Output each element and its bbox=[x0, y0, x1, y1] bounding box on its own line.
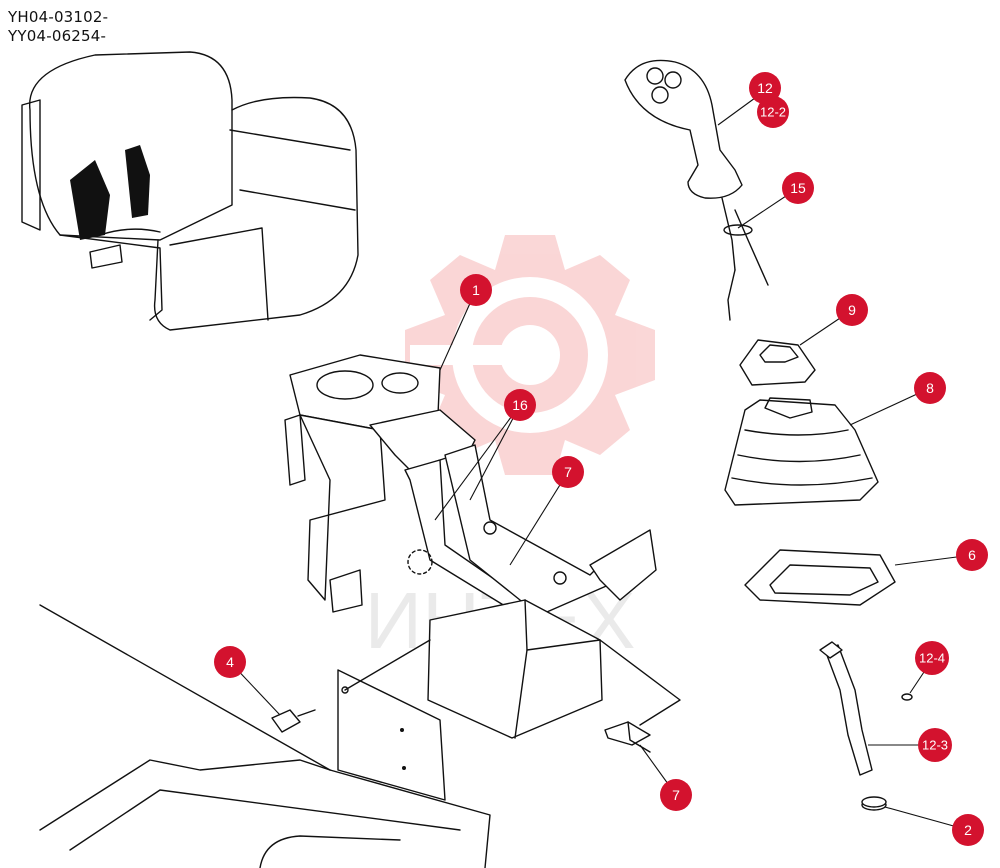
svg-text:4: 4 bbox=[226, 654, 234, 670]
callout-9: 9 bbox=[836, 294, 868, 326]
svg-text:7: 7 bbox=[672, 787, 680, 803]
callout-6: 6 bbox=[956, 539, 988, 571]
svg-text:7: 7 bbox=[564, 464, 572, 480]
part-code-2: YY04-06254- bbox=[8, 27, 107, 45]
callout-1: 1 bbox=[460, 274, 492, 306]
svg-text:1: 1 bbox=[472, 282, 480, 298]
svg-text:9: 9 bbox=[848, 302, 856, 318]
part-code-1: YH04-03102- bbox=[8, 8, 109, 26]
clip-drawing bbox=[599, 639, 681, 753]
callout-2: 2 bbox=[952, 814, 984, 846]
svg-text:12-2: 12-2 bbox=[760, 105, 786, 120]
callout-16: 16 bbox=[504, 389, 536, 421]
svg-text:12-3: 12-3 bbox=[922, 738, 948, 753]
lever-parts-drawing bbox=[819, 641, 913, 811]
console-bracket-drawing bbox=[284, 354, 657, 739]
callout-12-4: 12-4 bbox=[915, 641, 949, 675]
svg-text:12: 12 bbox=[757, 80, 773, 96]
svg-text:15: 15 bbox=[790, 180, 806, 196]
floor-plate-drawing bbox=[39, 604, 491, 868]
svg-text:6: 6 bbox=[968, 547, 976, 563]
svg-text:16: 16 bbox=[512, 397, 528, 413]
svg-text:2: 2 bbox=[964, 822, 972, 838]
callout-15: 15 bbox=[782, 172, 814, 204]
boot-cap-drawing bbox=[739, 339, 816, 386]
cab-overview-drawing bbox=[21, 51, 359, 331]
svg-text:8: 8 bbox=[926, 380, 934, 396]
bolt-icon bbox=[271, 709, 301, 733]
callout-12-2: 12-2 bbox=[757, 96, 789, 128]
callout-4: 4 bbox=[214, 646, 246, 678]
svg-text:12-4: 12-4 bbox=[919, 651, 945, 666]
callout-7-upper: 7 bbox=[552, 456, 584, 488]
callout-8: 8 bbox=[914, 372, 946, 404]
part-codes: YH04-03102- YY04-06254- bbox=[8, 8, 108, 46]
bezel-plate-drawing bbox=[744, 549, 896, 606]
joystick-grip-drawing bbox=[624, 59, 769, 321]
rubber-boot-drawing bbox=[724, 397, 879, 506]
callout-7-lower: 7 bbox=[660, 779, 692, 811]
callout-12-3: 12-3 bbox=[918, 728, 952, 762]
leader-lines bbox=[229, 97, 973, 831]
